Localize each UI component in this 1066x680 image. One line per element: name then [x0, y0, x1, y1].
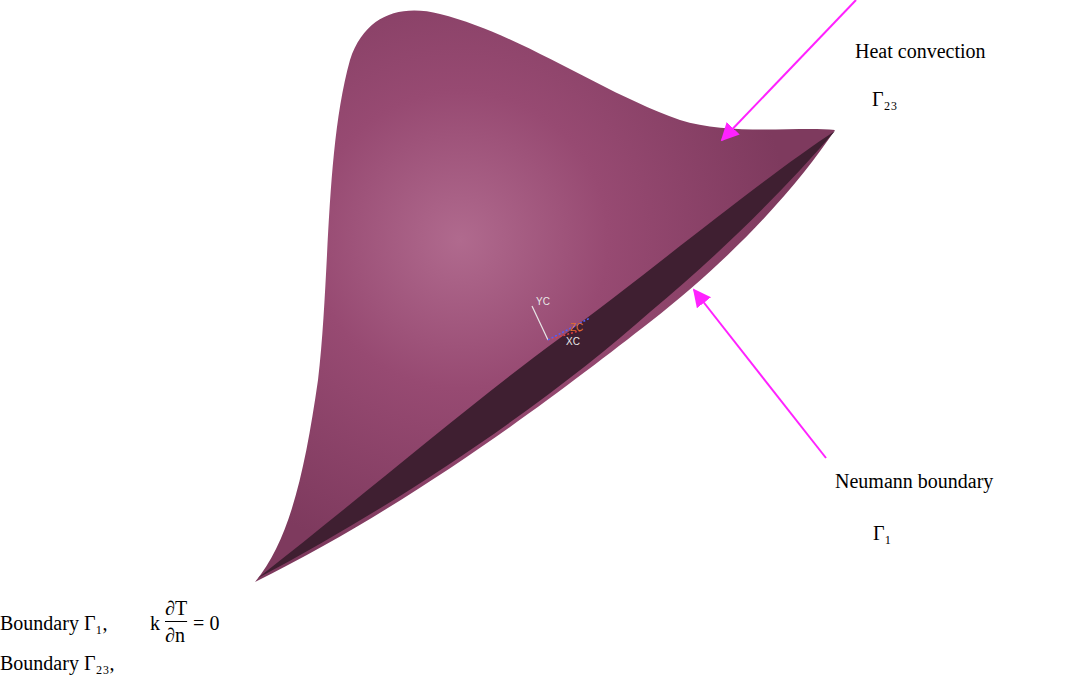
equation-symbol: k — [150, 612, 160, 634]
fraction-denominator: ∂n — [165, 624, 185, 646]
region-label: Heat convection — [855, 40, 986, 62]
shell-outer-surface — [255, 11, 835, 582]
shell-inner-surface — [258, 131, 835, 578]
axis-label: XC — [566, 336, 580, 347]
fraction-numerator: ∂T — [165, 597, 187, 619]
boundary-symbol: Γ₂₃ — [872, 88, 898, 110]
equation-text: = 0 — [193, 612, 219, 634]
boundary-symbol: Γ₁ — [873, 522, 892, 544]
coordinate-axes — [532, 306, 590, 340]
axis-label: ZC — [570, 322, 583, 333]
fraction-bar — [165, 621, 187, 622]
region-label: Neumann boundary — [835, 470, 993, 492]
leader-arrow — [694, 290, 826, 458]
axis-label: YC — [536, 296, 550, 307]
equation-text: Boundary Γ₁, — [0, 612, 107, 634]
leader-arrow — [722, 0, 856, 140]
equation-text: Boundary Γ₂₃, — [0, 652, 114, 674]
